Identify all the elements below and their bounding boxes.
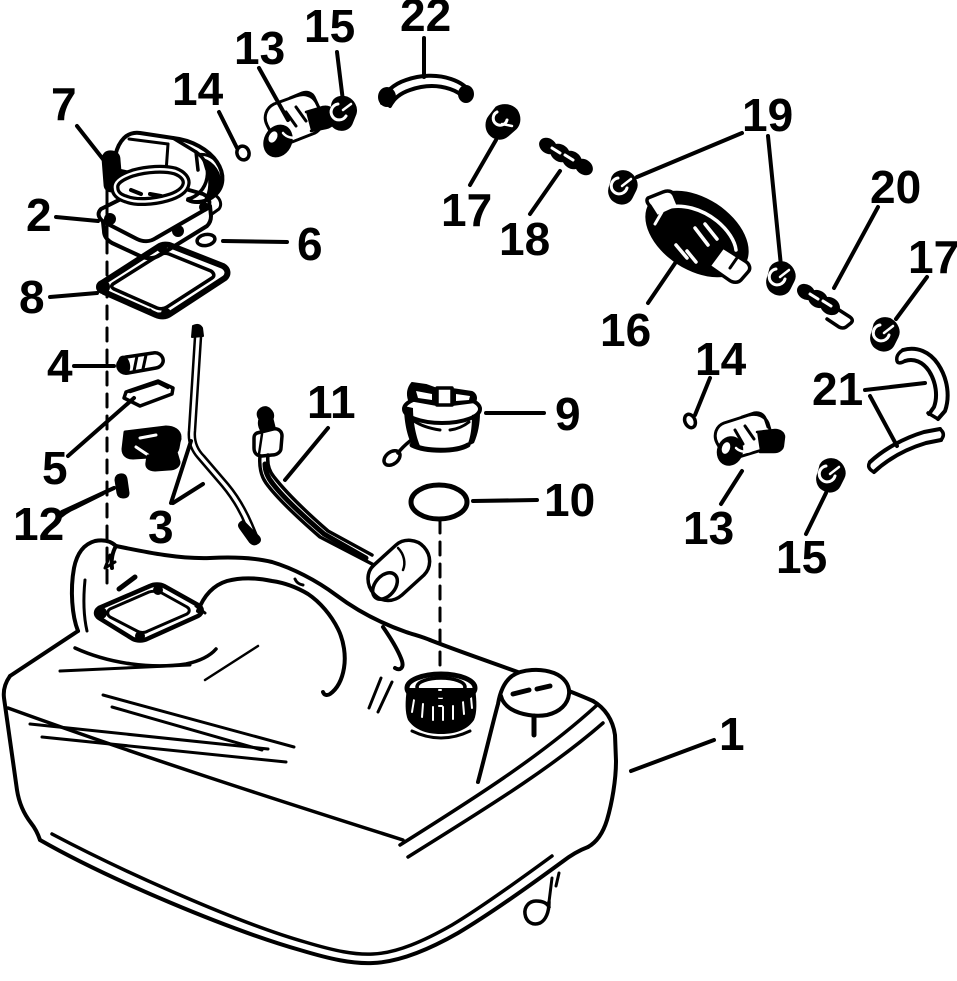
svg-text:17: 17 xyxy=(908,231,957,283)
svg-text:13: 13 xyxy=(234,22,285,74)
svg-text:13: 13 xyxy=(683,502,734,554)
svg-text:7: 7 xyxy=(51,78,77,130)
svg-text:9: 9 xyxy=(555,388,581,440)
svg-text:12: 12 xyxy=(13,498,64,550)
svg-text:3: 3 xyxy=(148,501,174,553)
svg-text:8: 8 xyxy=(19,271,45,323)
svg-text:17: 17 xyxy=(441,184,492,236)
svg-text:16: 16 xyxy=(600,304,651,356)
svg-text:20: 20 xyxy=(870,161,921,213)
svg-text:15: 15 xyxy=(304,0,355,52)
svg-text:10: 10 xyxy=(544,474,595,526)
svg-text:15: 15 xyxy=(776,531,827,583)
svg-text:11: 11 xyxy=(307,376,356,428)
svg-text:6: 6 xyxy=(297,218,323,270)
svg-text:18: 18 xyxy=(499,213,550,265)
svg-text:19: 19 xyxy=(742,89,793,141)
svg-text:2: 2 xyxy=(26,189,52,241)
svg-text:22: 22 xyxy=(400,0,451,41)
svg-text:1: 1 xyxy=(719,708,745,760)
svg-text:5: 5 xyxy=(42,442,68,494)
svg-text:21: 21 xyxy=(812,363,863,415)
svg-text:14: 14 xyxy=(695,333,747,385)
svg-text:14: 14 xyxy=(172,63,224,115)
svg-text:4: 4 xyxy=(47,340,73,392)
